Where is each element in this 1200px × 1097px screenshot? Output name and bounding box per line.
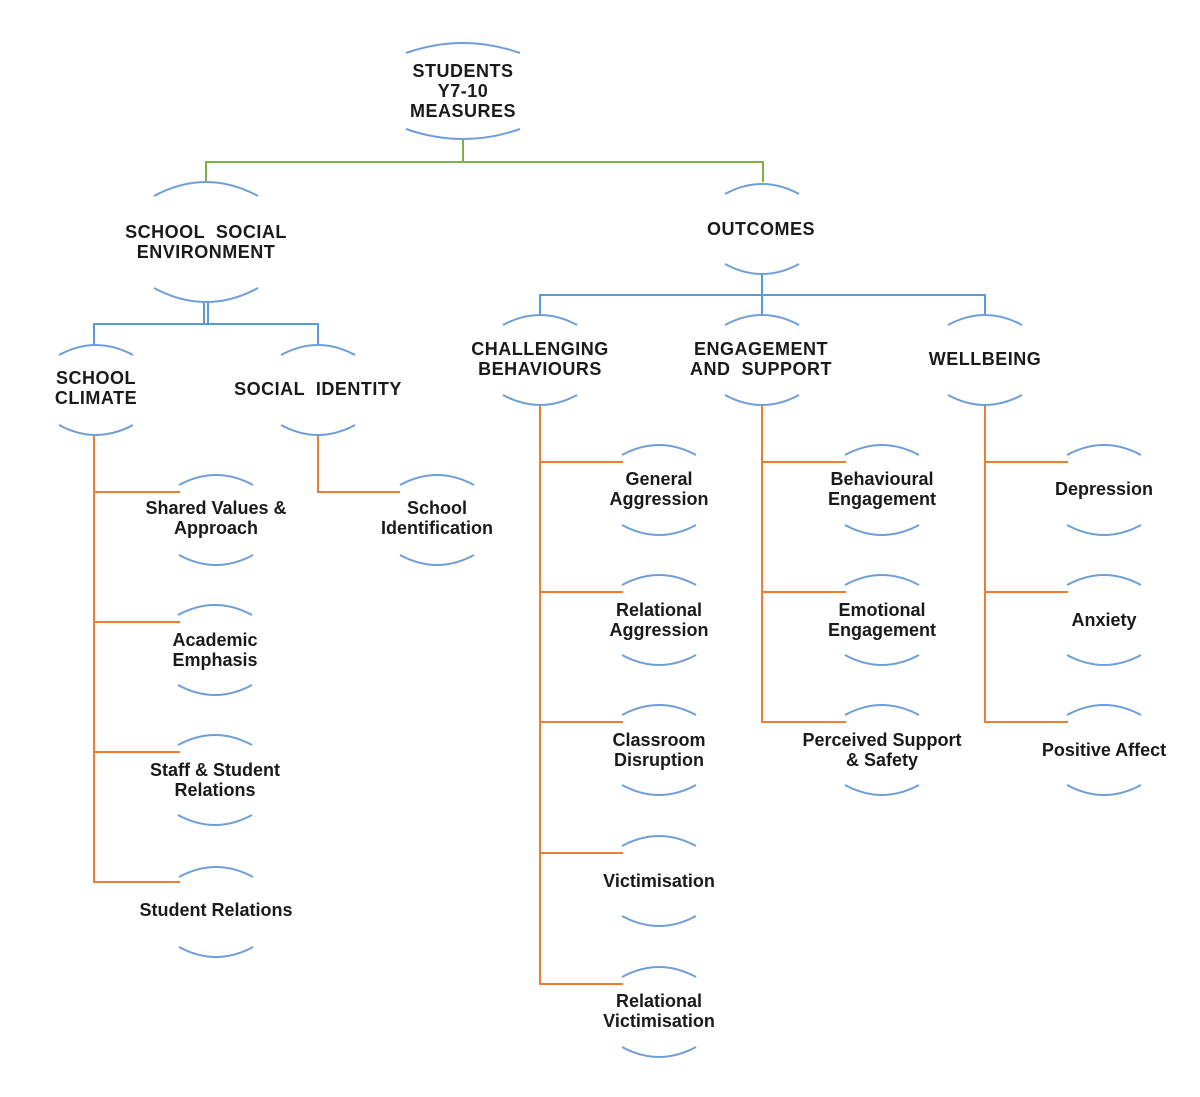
category-outcomes: OUTCOMES	[706, 219, 816, 239]
sse-node-top-arc	[153, 181, 259, 197]
measure-emotional-engagement: Emotional Engagement	[827, 600, 937, 640]
challenging-measure-3-bottom-arc	[621, 915, 697, 927]
domain-social-identity: SOCIAL IDENTITY	[234, 379, 402, 399]
engagement-measure-0-top-arc	[844, 444, 920, 456]
category-school-social-environment: SCHOOL SOCIAL ENVIRONMENT	[125, 222, 287, 262]
measure-positive-affect: Positive Affect	[1041, 740, 1167, 760]
measure-school-identification: School Identification	[381, 498, 493, 538]
challenging-measure-0-top-arc	[621, 444, 697, 456]
engagement-measure-1-bottom-arc	[844, 654, 920, 666]
measure-perceived-support: Perceived Support & Safety	[802, 730, 962, 770]
wellbeing-measure-2-top-arc	[1066, 704, 1142, 716]
school-climate-measure-3-bottom-arc	[178, 946, 254, 958]
measure-shared-values: Shared Values & Approach	[145, 498, 287, 538]
wellbeing-node-top-arc	[947, 314, 1023, 326]
school-climate-measure-3-top-arc	[178, 866, 254, 878]
measure-classroom-disruption: Classroom Disruption	[612, 730, 706, 770]
wellbeing-measure-0-top-arc	[1066, 444, 1142, 456]
wellbeing-link-spine	[984, 405, 1068, 723]
challenging-measure-3-top-arc	[621, 835, 697, 847]
school-climate-measure-2-bottom-arc	[177, 814, 253, 826]
engagement-measure-1-top-arc	[844, 574, 920, 586]
domain-school-climate: SCHOOL CLIMATE	[54, 368, 138, 408]
engagement-link-spine	[761, 405, 846, 723]
node-arcs	[58, 42, 1142, 1058]
domain-challenging-behaviours: CHALLENGING BEHAVIOURS	[471, 339, 609, 379]
school-climate-node-bottom-arc	[58, 424, 134, 436]
measure-relational-victimisation: Relational Victimisation	[603, 991, 715, 1031]
challenging-measure-0-bottom-arc	[621, 524, 697, 536]
engagement-measure-2-top-arc	[844, 704, 920, 716]
root-node-top-arc	[405, 42, 521, 54]
engagement-measure-0-bottom-arc	[844, 524, 920, 536]
outcomes-node-bottom-arc	[724, 263, 800, 275]
challenging-measure-2-top-arc	[621, 704, 697, 716]
wellbeing-measure-1-top-arc	[1066, 574, 1142, 586]
engagement-measure-2-bottom-arc	[844, 784, 920, 796]
challenging-measure-4-bottom-arc	[621, 1046, 697, 1058]
challenging-measure-4-top-arc	[621, 966, 697, 978]
measure-academic-emphasis: Academic Emphasis	[172, 630, 258, 670]
outcomes-node-top-arc	[724, 183, 800, 195]
measure-anxiety: Anxiety	[1071, 610, 1137, 630]
sse-node-bottom-arc	[153, 287, 259, 303]
root-link-bar	[205, 161, 764, 182]
measure-staff-student-relations: Staff & Student Relations	[150, 760, 280, 800]
engagement-node-bottom-arc	[724, 394, 800, 406]
wellbeing-measure-2-bottom-arc	[1066, 784, 1142, 796]
sse-link-bar	[93, 323, 319, 344]
measure-student-relations: Student Relations	[139, 900, 293, 920]
challenging-node-bottom-arc	[502, 394, 578, 406]
social-identity-link	[317, 435, 400, 493]
school-climate-link-spine	[93, 435, 180, 883]
social-identity-measure-0-bottom-arc	[399, 554, 475, 566]
school-climate-measure-0-top-arc	[178, 474, 254, 486]
root-node-bottom-arc	[405, 128, 521, 140]
measure-relational-aggression: Relational Aggression	[609, 600, 709, 640]
measure-behavioural-engagement: Behavioural Engagement	[827, 469, 937, 509]
social-identity-measure-0-top-arc	[399, 474, 475, 486]
challenging-link-spine	[539, 405, 623, 985]
root-node-label: STUDENTS Y7-10 MEASURES	[409, 61, 517, 121]
challenging-measure-1-bottom-arc	[621, 654, 697, 666]
challenging-node-top-arc	[502, 314, 578, 326]
wellbeing-node-bottom-arc	[947, 394, 1023, 406]
connector-lines	[93, 140, 1068, 985]
measure-depression: Depression	[1054, 479, 1154, 499]
school-climate-measure-2-top-arc	[177, 734, 253, 746]
engagement-node-top-arc	[724, 314, 800, 326]
school-climate-measure-1-top-arc	[177, 604, 253, 616]
social-identity-node-bottom-arc	[280, 424, 356, 436]
domain-engagement-support: ENGAGEMENT AND SUPPORT	[689, 339, 833, 379]
measure-general-aggression: General Aggression	[609, 469, 709, 509]
wellbeing-measure-1-bottom-arc	[1066, 654, 1142, 666]
social-identity-node-top-arc	[280, 344, 356, 356]
school-climate-measure-0-bottom-arc	[178, 554, 254, 566]
school-climate-measure-1-bottom-arc	[177, 684, 253, 696]
challenging-measure-2-bottom-arc	[621, 784, 697, 796]
school-climate-node-top-arc	[58, 344, 134, 356]
wellbeing-measure-0-bottom-arc	[1066, 524, 1142, 536]
domain-wellbeing: WELLBEING	[928, 349, 1042, 369]
challenging-measure-1-top-arc	[621, 574, 697, 586]
measure-victimisation: Victimisation	[603, 871, 715, 891]
